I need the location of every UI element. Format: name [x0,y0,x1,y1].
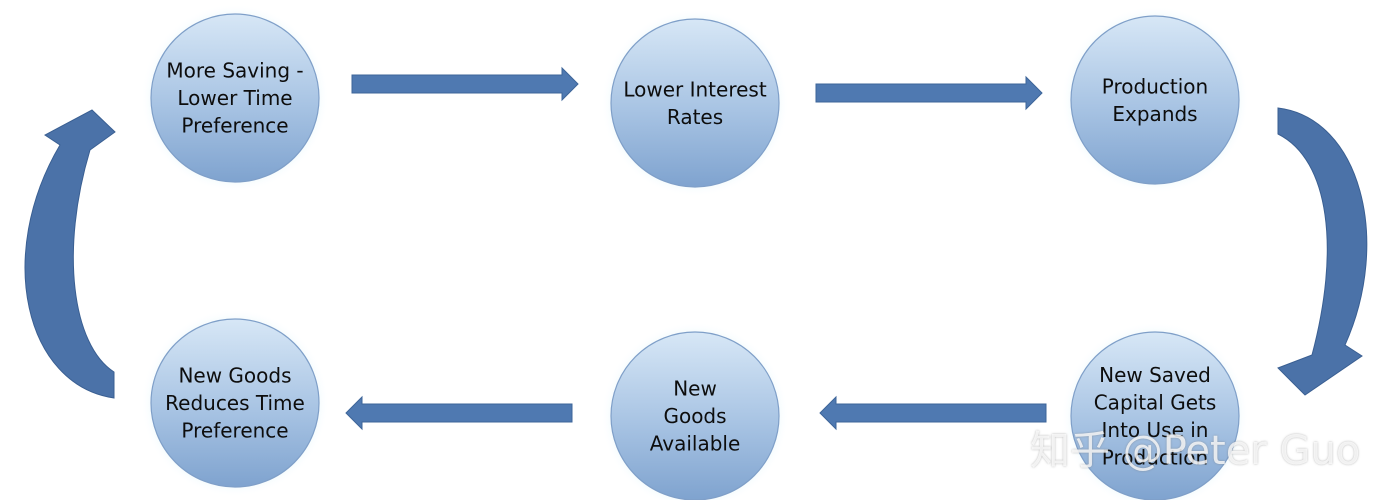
node-label-line: New Saved [1099,363,1211,387]
right-arrow-icon [351,66,579,102]
node-label-line: Goods [663,404,726,428]
left-arrow-icon [819,395,1047,431]
curved-arrow-down-icon [1277,107,1368,396]
node-label-line: Rates [667,105,723,129]
node-label-line: New Goods [178,364,291,388]
edge-reduces-to-saving [24,109,116,399]
node-label-line: New [673,377,717,401]
node-label-line: Reduces Time [165,391,305,415]
edge-production-to-capital [1277,107,1368,396]
edge-rates-to-production [815,75,1043,111]
node-label-line: Production [1102,74,1208,98]
edge-capital-to-goods [819,395,1047,431]
node-circle [150,318,320,488]
node-label-line: Lower Interest [623,77,766,101]
node-circle [1070,331,1240,500]
edge-saving-to-rates [351,66,579,102]
node-circle [610,18,780,188]
node-circle [150,13,320,183]
node-label-line: Capital Gets [1094,390,1217,414]
right-arrow-icon [815,75,1043,111]
node-label-line: Available [650,432,741,456]
node-label-line: Expands [1112,102,1197,126]
left-arrow-icon [345,395,573,431]
node-label-line: Preference [181,114,288,138]
node-circle [1070,15,1240,185]
node-label-line: Lower Time [177,86,292,110]
node-label-line: Preference [181,419,288,443]
curved-arrow-up-icon [24,109,116,399]
edge-goods-to-reduces [345,395,573,431]
node-label-line: Production [1102,445,1208,469]
node-label-line: More Saving - [166,59,303,83]
node-label-line: Into Use in [1102,418,1209,442]
node-circle [610,331,780,500]
